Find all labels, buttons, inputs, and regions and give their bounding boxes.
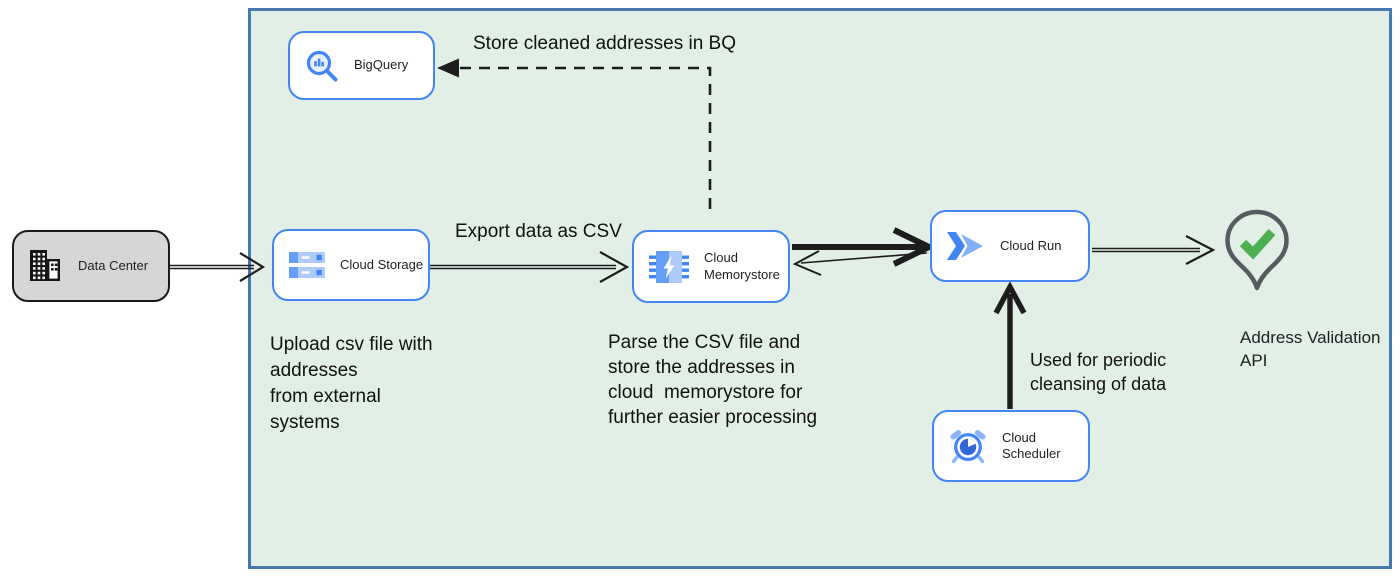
building-icon xyxy=(29,250,63,282)
memorystore-icon xyxy=(649,249,689,285)
node-label: Data Center xyxy=(78,257,149,273)
note-parse-csv: Parse the CSV file and store the address… xyxy=(608,332,818,428)
location-pin-icon xyxy=(1223,209,1291,308)
address-validation-pin xyxy=(1223,208,1291,304)
node-label: BigQuery xyxy=(354,57,409,73)
node-bigquery: BigQuery xyxy=(288,31,435,100)
gcp-boundary-box xyxy=(248,8,1392,569)
cloud-storage-icon xyxy=(289,251,325,279)
node-data-center: Data Center xyxy=(12,230,170,302)
node-cloud-scheduler: Cloud Scheduler xyxy=(932,410,1090,482)
note-periodic-cleansing: Used for periodic cleansing of data xyxy=(1030,350,1167,394)
node-cloud-storage: Cloud Storage xyxy=(272,229,430,301)
label-address-validation-api: Address Validation API xyxy=(1240,328,1381,370)
note-upload-csv: Upload csv file with addresses from exte… xyxy=(270,334,433,433)
checkmark-icon xyxy=(1239,228,1276,260)
node-label: Cloud Run xyxy=(1000,237,1062,253)
edge-label-export-csv: Export data as CSV xyxy=(455,221,622,242)
node-label: Cloud Scheduler xyxy=(1002,429,1061,461)
node-label: Cloud Memorystore xyxy=(704,250,780,282)
edge-label-store-cleaned: Store cleaned addresses in BQ xyxy=(473,33,736,54)
bigquery-icon xyxy=(305,49,339,83)
cloud-run-icon xyxy=(947,232,985,260)
node-cloud-memorystore: Cloud Memorystore xyxy=(632,230,790,303)
node-cloud-run: Cloud Run xyxy=(930,210,1090,282)
cloud-scheduler-icon xyxy=(949,428,987,464)
node-label: Cloud Storage xyxy=(340,256,424,272)
